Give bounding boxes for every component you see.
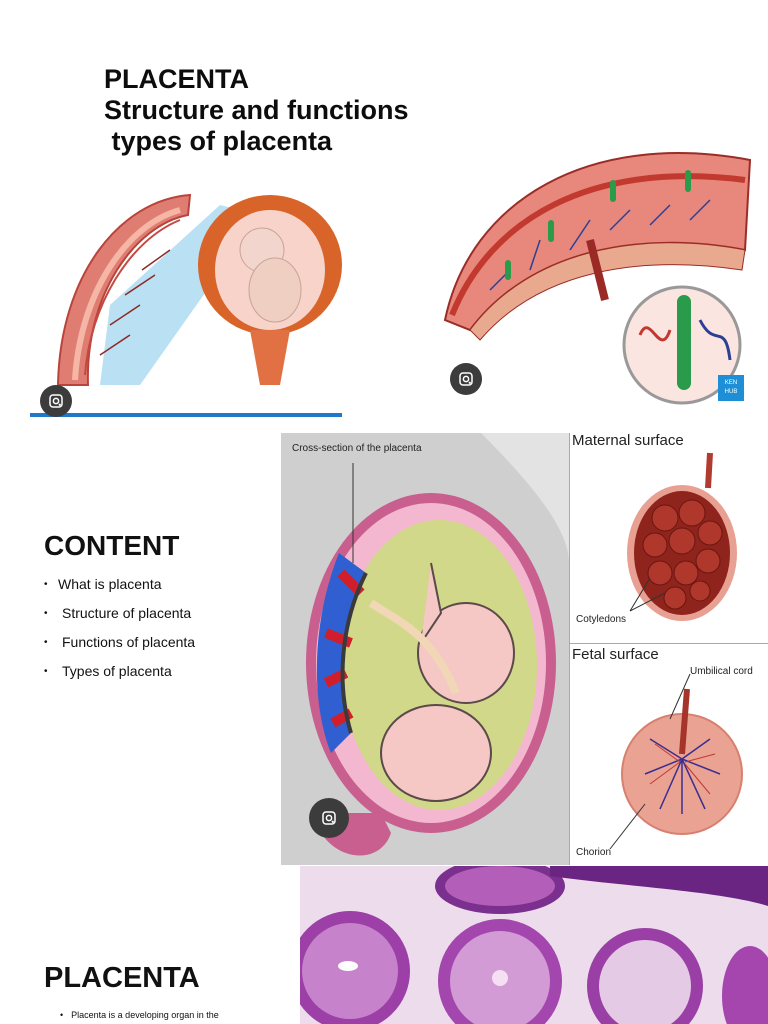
content-heading: CONTENT bbox=[44, 530, 180, 561]
google-lens-icon bbox=[322, 811, 336, 825]
list-item: • What is placenta bbox=[44, 576, 195, 605]
list-item: • Structure of placenta bbox=[44, 605, 195, 634]
list-item-label: Functions of placenta bbox=[62, 634, 196, 650]
bullet: • bbox=[44, 666, 48, 677]
maternal-surface-figure: Maternal surface Cotyledons bbox=[569, 433, 768, 643]
list-item: • Types of placenta bbox=[44, 663, 195, 692]
title-line-2: Structure and functions bbox=[104, 95, 409, 125]
crosssection-caption: Cross-section of the placenta bbox=[292, 443, 422, 454]
content-list: • What is placenta • Structure of placenta… bbox=[44, 576, 195, 692]
placenta-histology-image bbox=[300, 866, 768, 1024]
title-line-3: types of placenta bbox=[104, 126, 333, 156]
maternal-surface-title: Maternal surface bbox=[572, 433, 684, 449]
google-lens-icon bbox=[49, 394, 63, 408]
google-lens-button[interactable] bbox=[450, 363, 482, 395]
google-lens-button[interactable] bbox=[40, 385, 72, 417]
list-item-label: Structure of placenta bbox=[62, 605, 192, 621]
list-item-label: What is placenta bbox=[58, 576, 162, 592]
kenhub-badge: KEN HUB bbox=[718, 375, 744, 401]
kenhub-badge-line2: HUB bbox=[724, 389, 738, 395]
bullet: • bbox=[44, 608, 48, 619]
placenta-structure-illustration: KEN HUB bbox=[430, 120, 768, 415]
placenta-definition-label: Placenta is a developing organ in the bbox=[71, 1010, 219, 1020]
placenta-definition-text: • Placenta is a developing organ in the bbox=[60, 1010, 219, 1020]
uterus-placenta-illustration bbox=[30, 185, 342, 420]
umbilical-cord-label: Umbilical cord bbox=[690, 666, 753, 677]
list-item: • Functions of placenta bbox=[44, 634, 195, 663]
google-lens-icon bbox=[459, 372, 473, 386]
title-line-1: PLACENTA bbox=[104, 64, 249, 94]
google-lens-button[interactable] bbox=[309, 798, 349, 838]
placenta-heading: PLACENTA bbox=[44, 962, 200, 994]
kenhub-badge-line1: KEN bbox=[724, 380, 738, 386]
cotyledons-label: Cotyledons bbox=[576, 614, 627, 625]
page-title: PLACENTA Structure and functions types o… bbox=[104, 64, 409, 157]
list-item-label: Types of placenta bbox=[62, 663, 172, 679]
chorion-label: Chorion bbox=[576, 847, 612, 858]
fetal-surface-title: Fetal surface bbox=[572, 646, 659, 663]
placenta-crosssection-figure: Cross-section of the placenta bbox=[281, 433, 569, 865]
bullet: • bbox=[60, 1010, 64, 1020]
fetal-surface-figure: Fetal surface Umbilical cord Chorion bbox=[569, 643, 768, 865]
bullet: • bbox=[44, 579, 48, 590]
bullet: • bbox=[44, 637, 48, 648]
